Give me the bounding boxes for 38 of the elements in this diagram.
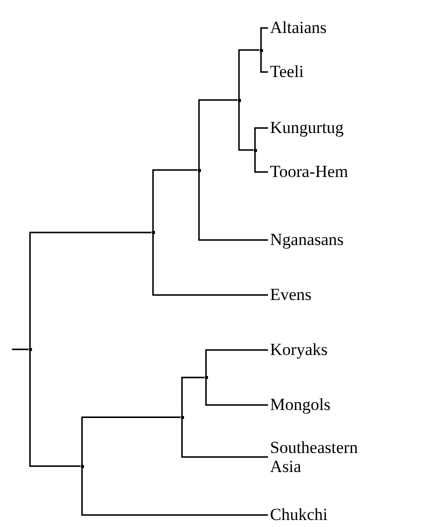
branch-point (80, 464, 84, 468)
tree-branch (181, 376, 204, 418)
tree-branch (29, 349, 80, 467)
tree-branch (29, 232, 152, 350)
branch-point (180, 416, 184, 419)
branch-point (254, 148, 256, 152)
leaf-label: Kungurtug (270, 118, 370, 137)
leaf-label: Teeli (270, 62, 370, 81)
leaf-label: Chukchi (270, 505, 370, 524)
tree-branch (12, 348, 28, 350)
tree-branch (260, 50, 268, 73)
leaf-label: Altaians (270, 18, 370, 37)
tree-branch (238, 100, 254, 151)
tree-branch (152, 232, 268, 296)
leaf-label: Southeastern Asia (270, 438, 370, 476)
tree-branch (181, 417, 268, 458)
leaf-label: Nganasans (270, 230, 370, 249)
leaf-label: Evens (270, 285, 370, 304)
tree-branch (81, 416, 180, 466)
branch-point (204, 376, 208, 379)
branch-point (260, 48, 262, 52)
leaf-label: Toora-Hem (270, 162, 370, 181)
tree-branch (254, 150, 268, 173)
tree-branch (81, 466, 268, 516)
branch-point (198, 168, 200, 172)
leaf-label: Koryaks (270, 340, 370, 359)
tree-branch (238, 49, 260, 100)
branch-point (152, 231, 154, 234)
tree-branch (152, 169, 198, 232)
branch-point (28, 348, 32, 351)
tree-branch (254, 127, 268, 150)
branch-point (238, 98, 240, 102)
tree-branch (260, 27, 268, 50)
tree-branch (205, 378, 268, 406)
tree-branch (198, 170, 268, 241)
leaf-label: Mongols (270, 395, 370, 414)
tree-branch (205, 349, 268, 378)
tree-branch (198, 99, 238, 170)
